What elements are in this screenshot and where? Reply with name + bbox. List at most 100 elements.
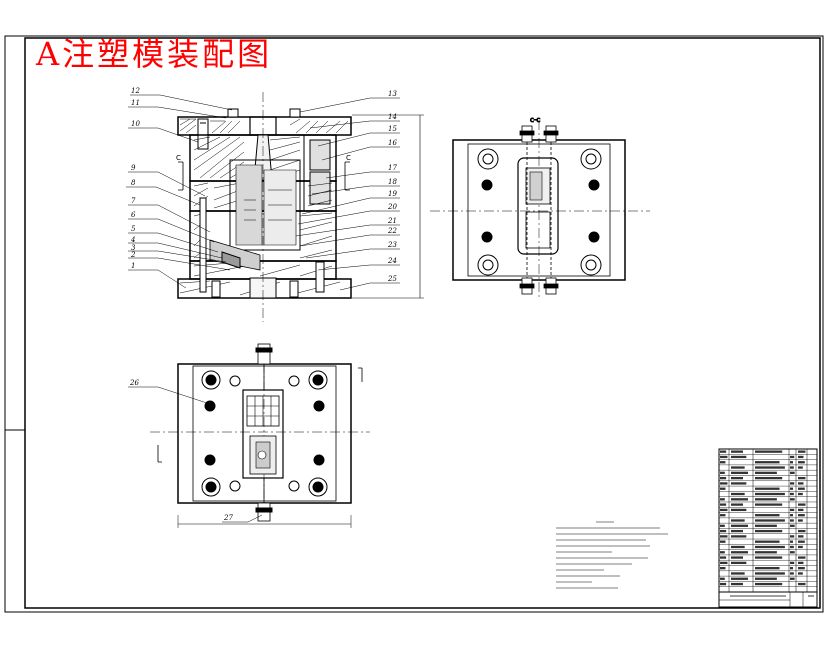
table-cell-mark bbox=[790, 561, 795, 565]
callout-22: 22 bbox=[387, 227, 397, 235]
drawing-title: A注塑模装配图 bbox=[36, 35, 273, 73]
callout-4: 4 bbox=[130, 236, 135, 244]
callout-6: 6 bbox=[131, 211, 136, 219]
table-cell-mark bbox=[731, 535, 747, 538]
table-cell-mark bbox=[720, 450, 727, 453]
table-cell-mark bbox=[798, 492, 803, 496]
callout-numbers: 12 11 10 9 8 7 6 5 4 3 2 1 13 14 15 16 1… bbox=[130, 87, 397, 283]
callout-19: 19 bbox=[388, 190, 397, 198]
table-cell-mark bbox=[755, 450, 783, 453]
callout-2: 2 bbox=[130, 251, 136, 259]
table-cell-mark bbox=[798, 529, 806, 533]
table-cell-mark bbox=[798, 503, 806, 506]
table-cell-mark bbox=[798, 450, 806, 453]
table-cell-mark bbox=[731, 503, 743, 506]
callout-15: 15 bbox=[388, 125, 397, 133]
table-cell-mark bbox=[790, 524, 795, 527]
callout-8: 8 bbox=[131, 179, 136, 187]
table-cell-mark bbox=[720, 567, 726, 570]
table-cell-mark bbox=[798, 556, 806, 559]
callout-11: 11 bbox=[131, 99, 140, 107]
outer-frame bbox=[4, 35, 824, 613]
callout-17: 17 bbox=[388, 164, 397, 172]
callout-5: 5 bbox=[131, 225, 136, 233]
table-cell-mark bbox=[755, 551, 777, 554]
table-cell-mark bbox=[790, 455, 795, 459]
table-cell-mark bbox=[798, 466, 803, 469]
table-cell-mark bbox=[720, 561, 728, 565]
table-cell-mark bbox=[798, 582, 806, 586]
table-cell-mark bbox=[720, 503, 727, 506]
callout-leaders-left bbox=[126, 94, 233, 289]
inner-frame bbox=[24, 37, 821, 609]
table-cell-mark bbox=[798, 487, 805, 490]
table-cell-mark bbox=[790, 514, 793, 517]
table-cell-mark bbox=[731, 471, 748, 474]
callout-12: 12 bbox=[131, 87, 140, 95]
table-cell-mark bbox=[790, 577, 795, 580]
table-cell-mark bbox=[755, 471, 777, 474]
table-cell-mark bbox=[790, 535, 795, 538]
table-cell-mark bbox=[790, 482, 795, 485]
table-cell-mark bbox=[755, 545, 785, 549]
table-cell-mark bbox=[755, 503, 783, 506]
table-cell-mark bbox=[755, 466, 785, 469]
section-mark-c-right: C bbox=[346, 154, 351, 162]
parts-list-marks bbox=[720, 450, 806, 586]
table-cell-mark bbox=[731, 556, 743, 559]
callout-9: 9 bbox=[131, 164, 136, 172]
table-cell-mark bbox=[790, 498, 795, 501]
table-cell-mark bbox=[720, 529, 727, 533]
table-cell-mark bbox=[798, 572, 803, 575]
table-cell-mark bbox=[790, 567, 793, 570]
table-cell-mark bbox=[798, 508, 804, 512]
table-cell-mark bbox=[755, 540, 780, 543]
table-cell-mark bbox=[790, 572, 794, 575]
table-cell-mark bbox=[790, 487, 793, 490]
parts-list-table bbox=[718, 448, 818, 608]
callout-25: 25 bbox=[387, 275, 397, 283]
table-cell-mark bbox=[798, 476, 806, 480]
callout-16: 16 bbox=[388, 139, 397, 147]
table-cell-mark bbox=[790, 492, 794, 496]
table-cell-mark bbox=[731, 551, 748, 554]
table-cell-mark bbox=[755, 567, 780, 570]
callout-3: 3 bbox=[131, 244, 136, 252]
table-cell-mark bbox=[790, 545, 794, 549]
section-mark-c-left: C bbox=[176, 154, 181, 162]
callout-24: 24 bbox=[387, 257, 397, 265]
table-cell-mark bbox=[755, 577, 777, 580]
table-cell-mark bbox=[720, 482, 728, 485]
table-cell-mark bbox=[720, 476, 727, 480]
table-cell-mark bbox=[790, 540, 793, 543]
table-cell-mark bbox=[755, 487, 780, 490]
table-cell-mark bbox=[731, 498, 748, 501]
table-cell-mark bbox=[731, 577, 748, 580]
table-cell-mark bbox=[798, 535, 804, 538]
table-cell-mark bbox=[731, 466, 745, 469]
table-cell-mark bbox=[731, 524, 748, 527]
table-cell-mark bbox=[790, 461, 793, 464]
table-cell-mark bbox=[755, 476, 783, 480]
side-view: c-c bbox=[430, 116, 650, 300]
table-cell-mark bbox=[720, 508, 728, 512]
table-cell-mark bbox=[790, 466, 794, 469]
table-cell-mark bbox=[720, 514, 726, 517]
callout-26: 26 bbox=[129, 379, 139, 387]
table-cell-mark bbox=[755, 582, 783, 586]
plan-view bbox=[128, 343, 370, 528]
table-cell-mark bbox=[731, 519, 745, 522]
table-cell-mark bbox=[755, 572, 785, 575]
table-cell-mark bbox=[790, 551, 795, 554]
table-cell-mark bbox=[755, 492, 785, 496]
table-cell-mark bbox=[798, 567, 805, 570]
table-cell-mark bbox=[731, 572, 745, 575]
table-cell-mark bbox=[755, 529, 783, 533]
table-cell-mark bbox=[790, 471, 795, 474]
table-cell-mark bbox=[755, 556, 783, 559]
table-cell-mark bbox=[731, 455, 747, 459]
technical-notes bbox=[556, 521, 668, 589]
table-cell-mark bbox=[755, 498, 777, 501]
table-cell-mark bbox=[798, 455, 804, 459]
